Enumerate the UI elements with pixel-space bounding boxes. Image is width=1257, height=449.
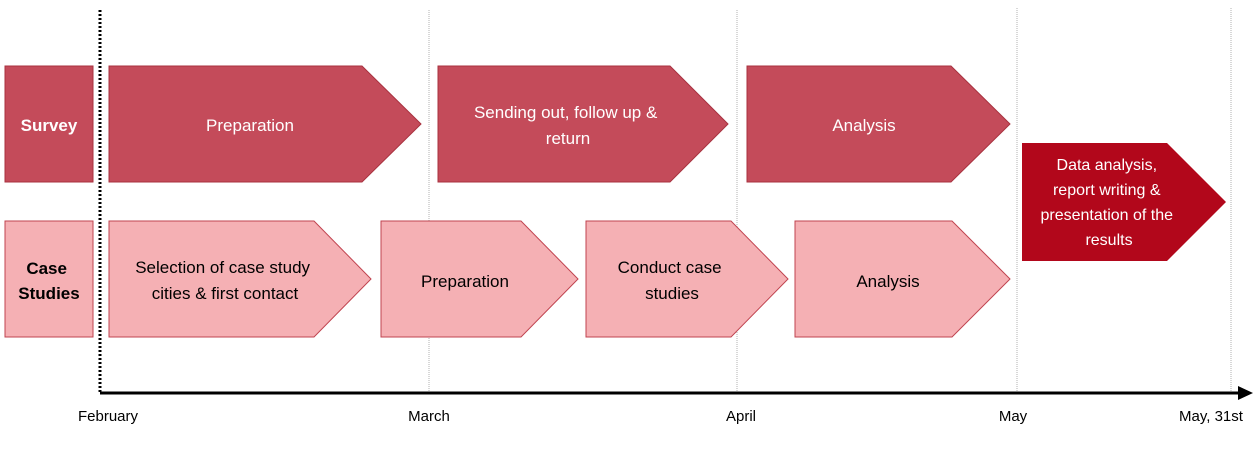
survey-phase-preparation-label: Preparation — [206, 116, 294, 135]
case-phase-selection-arrow — [108, 220, 372, 338]
case-phase-preparation-label: Preparation — [421, 272, 509, 291]
row-label-case-studies-box — [4, 220, 94, 338]
case-phase-selection-label: Selection of case study cities & first c… — [135, 258, 315, 303]
survey-phase-analysis-label: Analysis — [832, 116, 895, 135]
axis-label-february: February — [78, 408, 139, 425]
survey-phase-preparation-arrow — [108, 65, 422, 183]
survey-phase-sending-arrow — [437, 65, 729, 183]
row-label-survey-box — [4, 65, 94, 183]
case-phase-preparation-arrow — [380, 220, 579, 338]
case-phase-analysis-label: Analysis — [856, 272, 919, 291]
case-phase-analysis-arrow — [794, 220, 1011, 338]
axis-label-may-31st: May, 31st — [1179, 408, 1244, 425]
case-phase-conduct-label: Conduct case studies — [618, 258, 727, 303]
final-phase-label: Data analysis, report writing & presenta… — [1041, 157, 1178, 249]
row-label-case-studies: Case Studies — [18, 259, 79, 303]
axis-label-may: May — [999, 408, 1028, 425]
axis-label-april: April — [726, 408, 756, 425]
survey-phase-analysis-arrow — [746, 65, 1011, 183]
survey-phase-sending-label: Sending out, follow up & return — [474, 103, 662, 148]
axis-label-march: March — [408, 408, 450, 425]
final-phase-arrow — [1022, 143, 1226, 261]
row-label-survey: Survey — [21, 116, 78, 135]
case-phase-conduct-arrow — [585, 220, 789, 338]
timeline-arrowhead — [1238, 386, 1253, 400]
